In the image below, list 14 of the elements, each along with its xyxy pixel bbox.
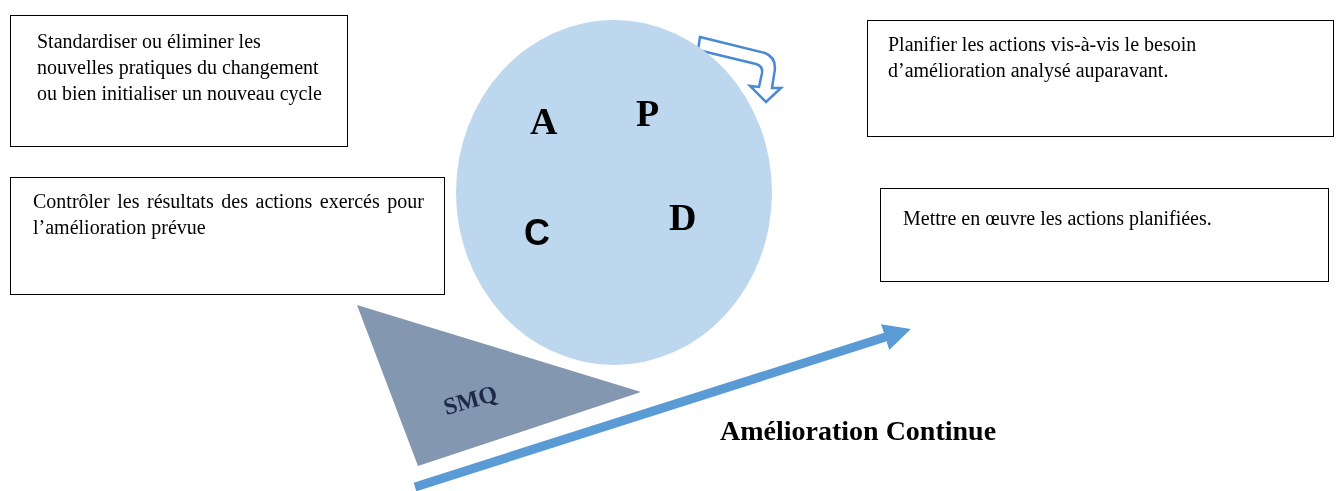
text-box xyxy=(10,177,445,295)
cycle-letter: C xyxy=(524,215,550,251)
text-box xyxy=(10,15,348,147)
shape-label: SMQ xyxy=(440,380,501,421)
caption-text: Amélioration Continue xyxy=(720,415,997,447)
description-text: Contrôler les résultats des actions exercés pour l’amélioration prévue xyxy=(33,189,424,240)
cycle-letter: D xyxy=(669,198,697,236)
text-box xyxy=(880,188,1329,282)
text-box xyxy=(867,20,1334,137)
cycle-letter: P xyxy=(636,94,660,132)
cycle-letter: A xyxy=(530,102,558,140)
description-text: Mettre en œuvre les actions planifiées. xyxy=(903,206,1213,231)
description-text: Planifier les actions vis-à-vis le besoin d’amélioration analysé auparavant. xyxy=(888,32,1198,83)
description-text: Standardiser ou éliminer les nouvelles pratiques du changement ou bien initialiser un nouveau cycle xyxy=(37,29,323,106)
